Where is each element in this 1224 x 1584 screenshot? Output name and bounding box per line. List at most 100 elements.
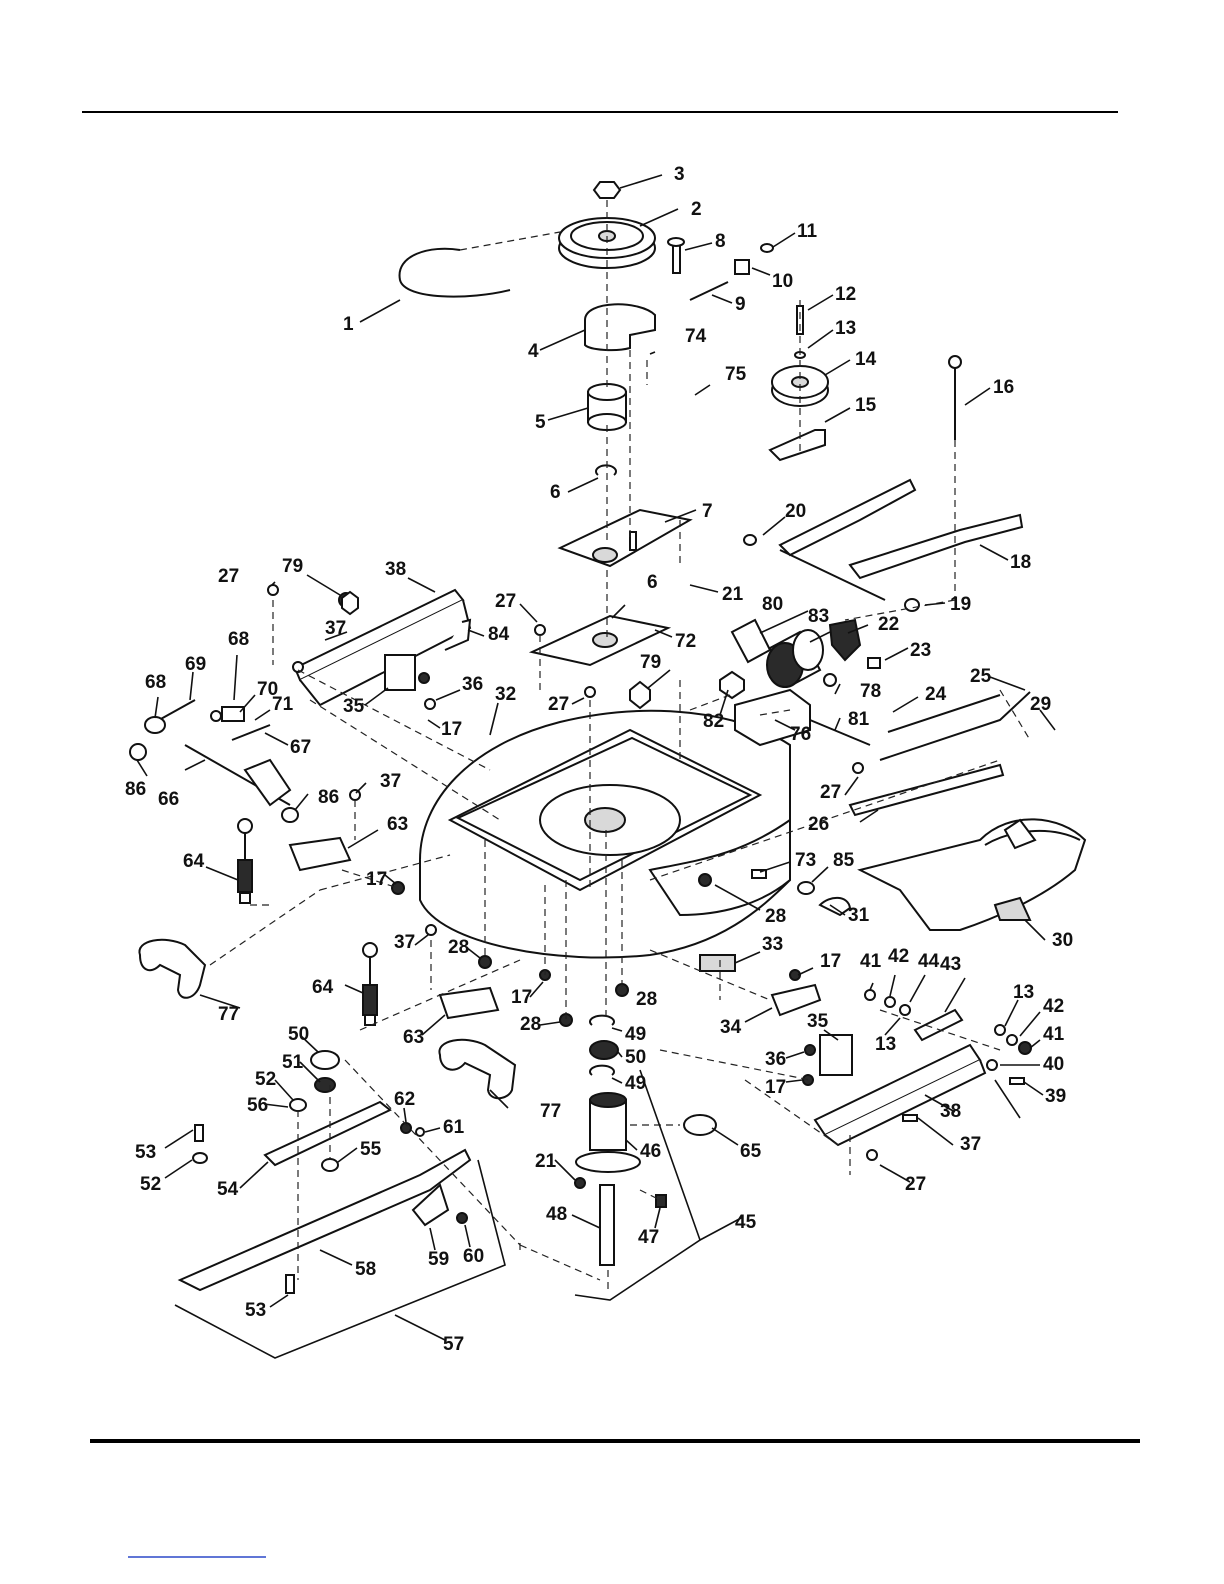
part-label: 37 [394, 932, 415, 953]
part-label: 37 [380, 771, 401, 792]
part-label: 10 [772, 271, 793, 292]
pulley-nut [592, 181, 622, 199]
part-label: 73 [795, 850, 816, 871]
part-label: 27 [548, 694, 569, 715]
part-label: 8 [715, 231, 726, 252]
part-label: 32 [495, 684, 516, 705]
part-label: 83 [808, 606, 829, 627]
assembly-bracket-57 [174, 1159, 506, 1359]
part-label: 41 [1043, 1024, 1065, 1045]
part-label: 62 [394, 1089, 415, 1110]
right-small-bracket [770, 983, 822, 1017]
part-label: 42 [1043, 996, 1064, 1017]
part-label: 12 [835, 284, 856, 305]
part-label: 17 [441, 719, 462, 740]
part-label: 63 [403, 1027, 424, 1048]
part-label: 31 [848, 905, 870, 926]
part-label: 28 [636, 989, 657, 1010]
part-label: 53 [245, 1300, 266, 1321]
height-spring-upper [237, 818, 253, 904]
part-label: 22 [878, 614, 899, 635]
part-label: 3 [674, 164, 685, 185]
part-label: 61 [443, 1117, 465, 1138]
part-label: 79 [640, 652, 661, 673]
spacer [587, 383, 627, 431]
front-axle [129, 699, 299, 823]
part-label: 38 [940, 1101, 961, 1122]
part-label: 53 [135, 1142, 156, 1163]
part-label: 65 [740, 1141, 762, 1162]
part-label: 49 [625, 1073, 646, 1094]
part-label: 46 [640, 1141, 661, 1162]
part-label: 86 [318, 787, 339, 808]
part-label: 13 [835, 318, 856, 339]
part-label: 35 [807, 1011, 829, 1032]
part-label: 64 [183, 851, 205, 872]
height-bracket-upper [288, 836, 352, 872]
part-label: 56 [247, 1095, 268, 1116]
part-label: 5 [535, 412, 546, 433]
part-label: 27 [820, 782, 841, 803]
part-label: 28 [520, 1014, 541, 1035]
part-label: 39 [1045, 1086, 1066, 1107]
hanger-bracket [828, 618, 862, 662]
part-label: 6 [550, 482, 561, 503]
part-label: 23 [910, 640, 931, 661]
part-label: 9 [735, 294, 746, 315]
part-label: 79 [282, 556, 303, 577]
part-label: 27 [218, 566, 239, 587]
part-label: 33 [762, 934, 783, 955]
part-label: 14 [855, 349, 877, 370]
part-label: 15 [855, 395, 877, 416]
part-label: 42 [888, 946, 909, 967]
part-label: 43 [940, 954, 961, 975]
part-label: 52 [140, 1174, 161, 1195]
height-spring-lower [362, 942, 378, 1026]
part-label: 34 [720, 1017, 742, 1038]
part-label: 66 [158, 789, 179, 810]
part-label: 37 [960, 1134, 981, 1155]
part-label: 72 [675, 631, 696, 652]
part-label: 29 [1030, 694, 1051, 715]
part-label: 36 [765, 1049, 786, 1070]
pulley-plate [557, 508, 693, 568]
deck-housing [418, 709, 791, 959]
part-label: 18 [1010, 552, 1031, 573]
part-label: 81 [848, 709, 870, 730]
part-label: 50 [288, 1024, 309, 1045]
part-labels: 1 2 3 4 5 6 6 7 8 9 10 11 12 13 13 13 14… [125, 164, 1073, 1355]
u-bracket-left [138, 938, 207, 999]
part-label: 20 [785, 501, 806, 522]
part-label: 26 [808, 814, 829, 835]
part-label: 68 [228, 629, 249, 650]
part-label: 36 [462, 674, 483, 695]
part-label: 25 [970, 666, 992, 687]
part-label: 37 [325, 618, 346, 639]
part-label: 75 [725, 364, 747, 385]
part-label: 52 [255, 1069, 276, 1090]
part-label: 55 [360, 1139, 382, 1160]
part-label: 59 [428, 1249, 449, 1270]
part-label: 57 [443, 1334, 464, 1355]
part-label: 80 [762, 594, 783, 615]
part-label: 19 [950, 594, 971, 615]
part-label: 27 [905, 1174, 926, 1195]
part-label: 1 [343, 314, 354, 335]
part-label: 38 [385, 559, 406, 580]
drive-belt [398, 247, 511, 298]
part-label: 40 [1043, 1054, 1064, 1075]
part-label: 11 [797, 221, 818, 242]
part-label: 86 [125, 779, 146, 800]
part-label: 67 [290, 737, 311, 758]
part-label: 84 [488, 624, 510, 645]
part-label: 60 [463, 1246, 484, 1267]
part-label: 35 [343, 696, 365, 717]
roller-bracket [734, 688, 811, 747]
part-label: 21 [722, 584, 744, 605]
part-label: 48 [546, 1204, 567, 1225]
part-label: 63 [387, 814, 408, 835]
part-label: 54 [217, 1179, 239, 1200]
assembly-guide-lines [209, 200, 1031, 1290]
part-label: 45 [735, 1212, 757, 1233]
